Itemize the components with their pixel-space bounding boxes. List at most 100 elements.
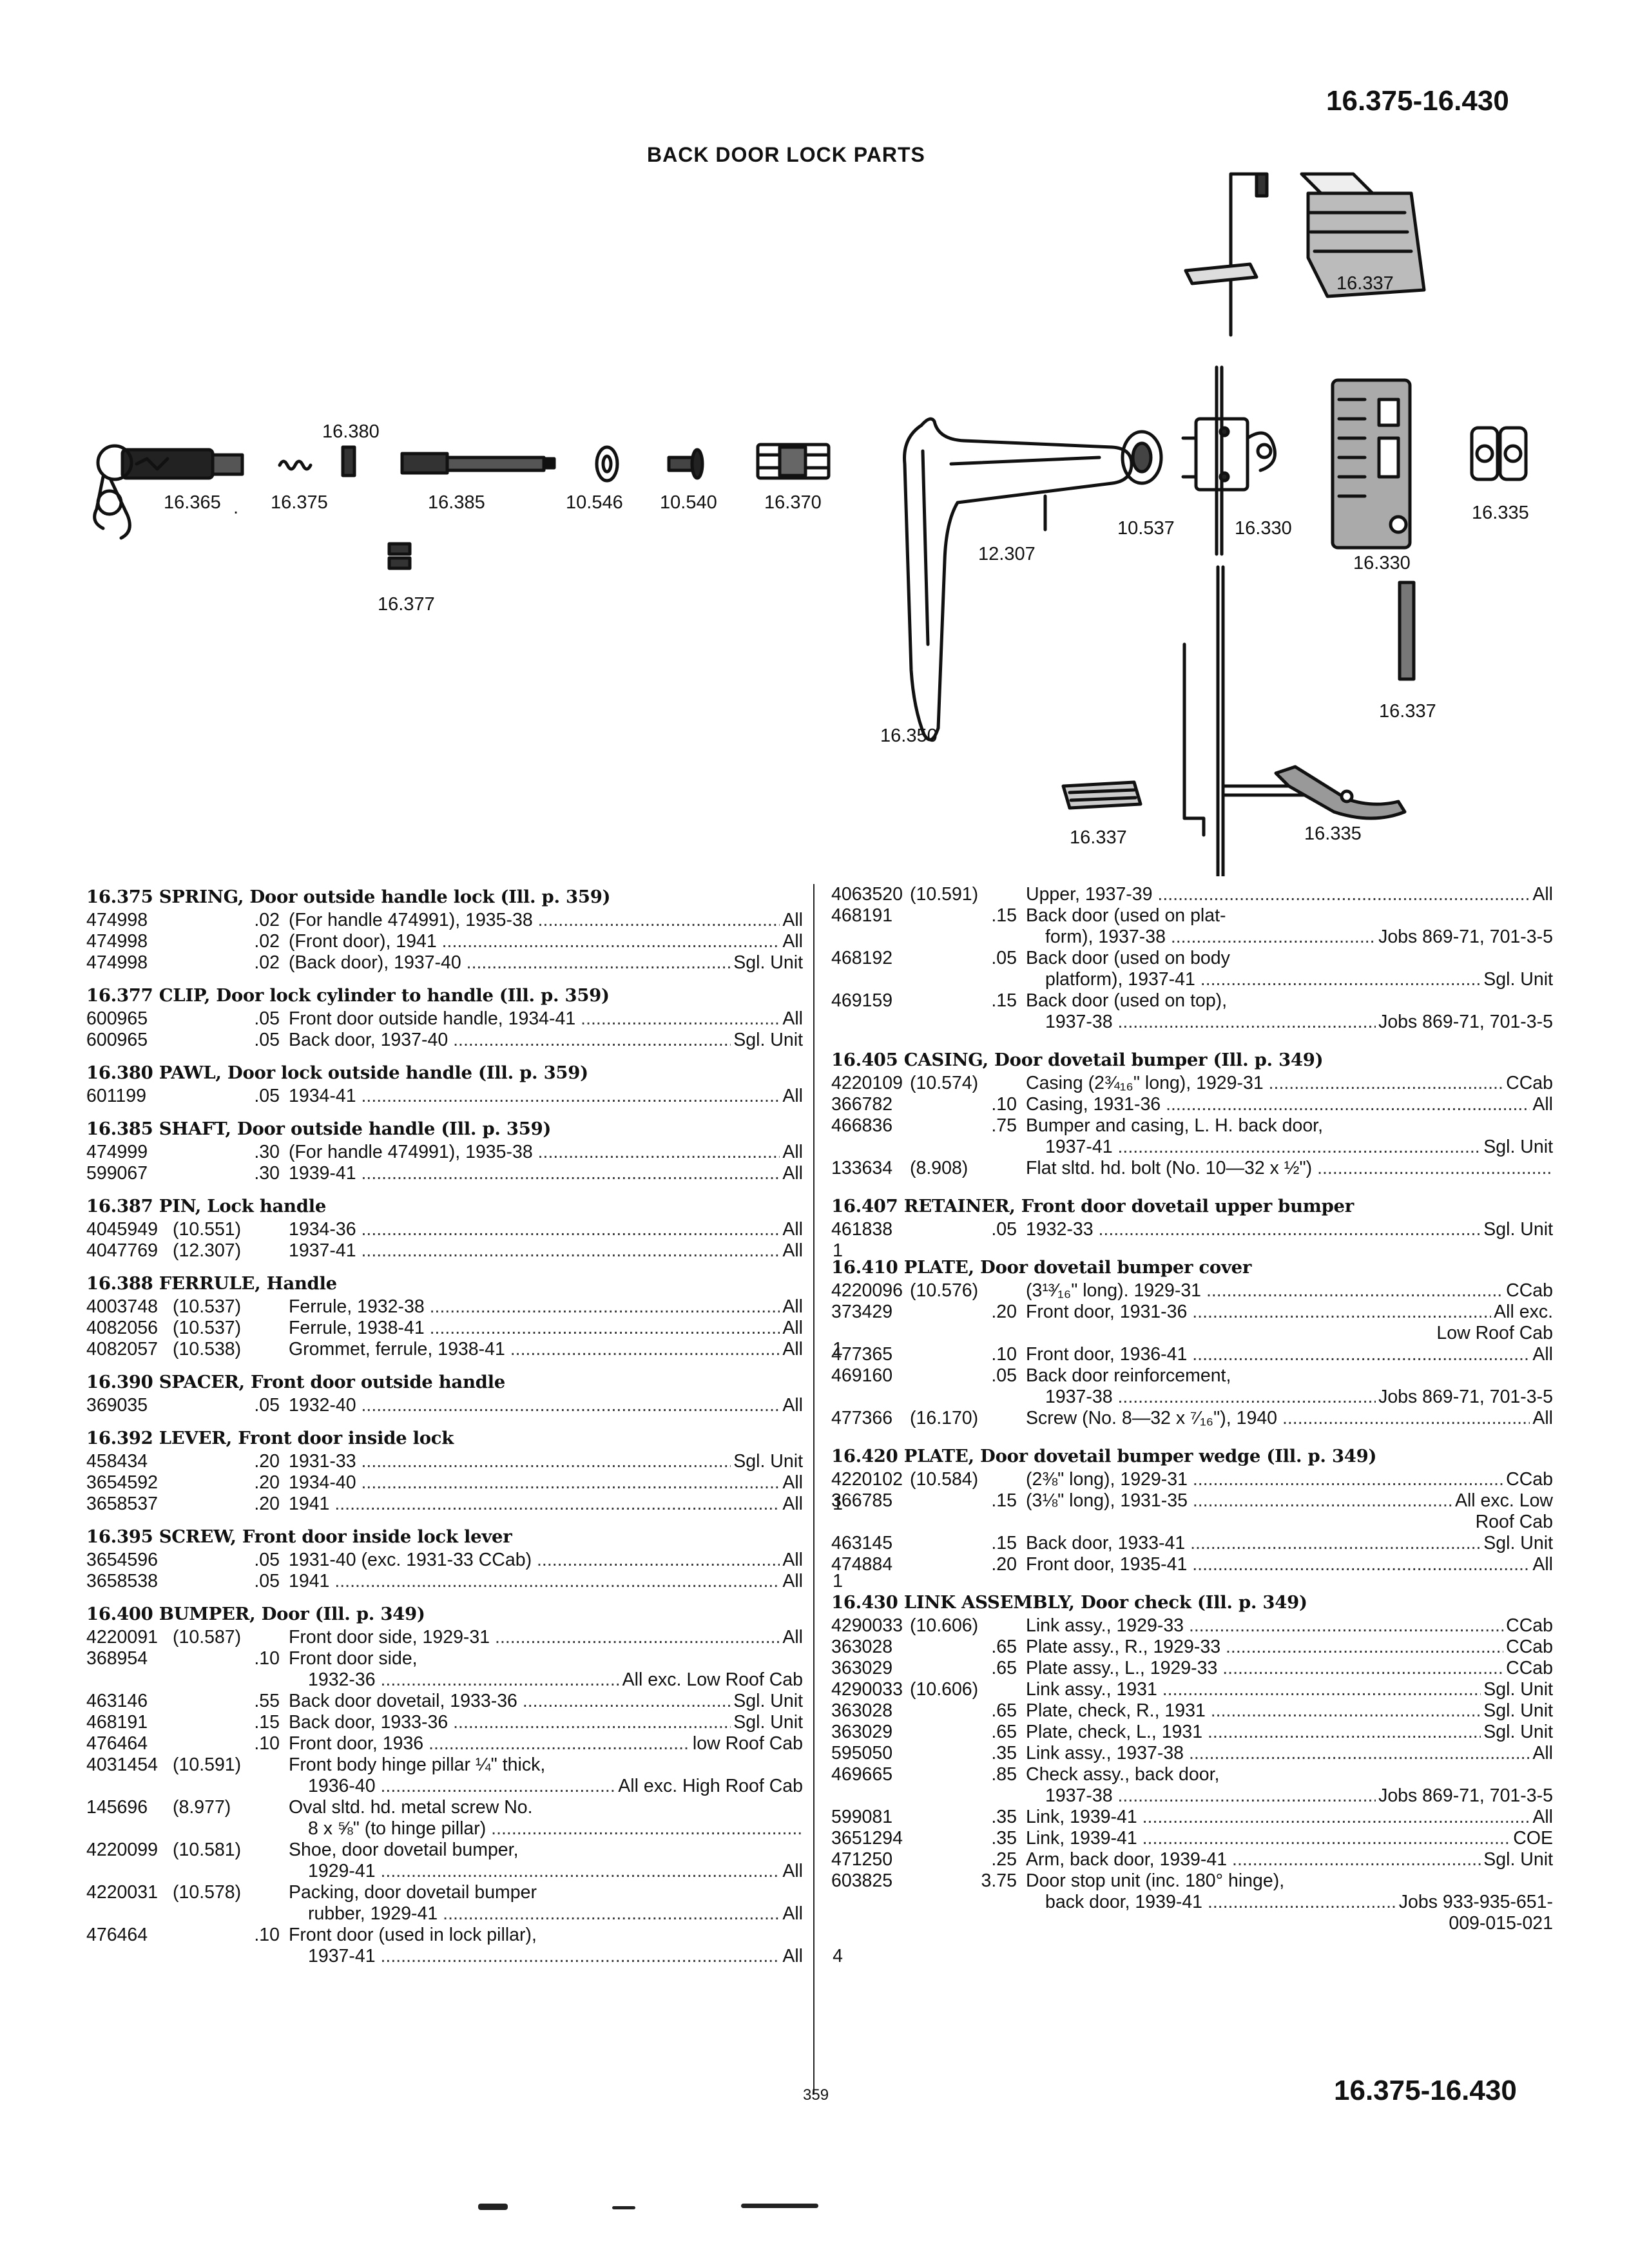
table-row: Low Roof Cab xyxy=(831,1323,1553,1344)
application: Sgl. Unit xyxy=(731,1030,803,1051)
price xyxy=(958,1469,1026,1490)
part-number: 463146 xyxy=(86,1691,148,1711)
application: Sgl. Unit xyxy=(731,1451,803,1472)
description: form), 1937-38Jobs 869-71, 701-3-5 xyxy=(1026,927,1553,948)
part-number: 133634 xyxy=(831,1158,893,1178)
description: Front door, 1931-36All exc. xyxy=(1026,1302,1553,1323)
part-number: 369035 xyxy=(86,1395,148,1416)
label-16385: 16.385 xyxy=(428,492,485,513)
price xyxy=(220,1882,289,1903)
reference-number xyxy=(173,1008,220,1030)
table-row: 4220109(10.574)Casing (2¾₁₆" long), 1929… xyxy=(831,1073,1553,1094)
description-text: 1937-41 xyxy=(1045,1137,1553,1158)
description-text: (For handle 474991), 1935-38 xyxy=(289,1142,803,1163)
price xyxy=(958,1073,1026,1094)
description: Link, 1939-41All xyxy=(1026,1807,1553,1828)
description: Front door, 1935-41All xyxy=(1026,1554,1553,1575)
reference-number xyxy=(910,1743,958,1764)
label-10546: 10.546 xyxy=(566,492,623,513)
price: .02 xyxy=(254,931,280,952)
part-number: 3651294 xyxy=(831,1828,903,1849)
description: Back door dovetail, 1933-36Sgl. Unit xyxy=(289,1691,803,1712)
application: Sgl. Unit xyxy=(1481,1533,1553,1554)
description-text: Ferrule, 1932-38 xyxy=(289,1296,803,1318)
description-text: 1936-40 xyxy=(308,1776,803,1797)
description-text: Front body hinge pillar ¼" thick, xyxy=(289,1754,546,1775)
table-row: 366785.15(3⅛" long), 1931-35All exc. Low xyxy=(831,1490,1553,1512)
application: Low Roof Cab xyxy=(1436,1323,1553,1343)
reference-number: (10.584) xyxy=(910,1469,979,1490)
part-number xyxy=(831,969,910,990)
description: 1932-40All xyxy=(289,1395,803,1416)
price: .30 xyxy=(254,1163,280,1184)
description-text: Shoe, door dovetail bumper, xyxy=(289,1840,519,1860)
price xyxy=(220,1946,289,1967)
part-number: 474998 xyxy=(86,931,148,952)
price xyxy=(220,1219,289,1240)
description: Screw (No. 8—32 x ⁷⁄₁₆"), 1940All xyxy=(1026,1408,1553,1429)
part-number xyxy=(831,927,910,948)
description-text: Link assy., 1937-38 xyxy=(1026,1743,1553,1764)
application: All xyxy=(780,1296,803,1318)
application: All exc. xyxy=(1491,1302,1553,1323)
reference-number xyxy=(910,948,958,969)
parts-section: 16.407 RETAINER, Front door dovetail upp… xyxy=(831,1193,1553,1240)
description: Front door outside handle, 1934-41All xyxy=(289,1008,803,1030)
description-text: 1934-41 xyxy=(289,1086,803,1107)
part-number xyxy=(831,1512,910,1533)
section-heading: 16.385 SHAFT, Door outside handle (Ill. … xyxy=(86,1119,552,1139)
reference-number xyxy=(173,1571,220,1592)
table-row: 009-015-021 xyxy=(831,1913,1553,1934)
reference-number: (12.307) xyxy=(173,1240,242,1261)
reference-number xyxy=(910,1365,958,1387)
table-row: 474999.30(For handle 474991), 1935-38All xyxy=(86,1142,803,1163)
description-text: (3¹³⁄₁₆" long). 1929-31 xyxy=(1026,1280,1553,1302)
price: .20 xyxy=(991,1554,1017,1575)
table-row: 145696(8.977)Oval sltd. hd. metal screw … xyxy=(86,1797,803,1818)
price xyxy=(220,1627,289,1648)
part-number xyxy=(831,1913,910,1934)
quantity: 1 xyxy=(833,1571,843,1591)
application: Sgl. Unit xyxy=(731,952,803,974)
description: (For handle 474991), 1935-38All xyxy=(289,910,803,931)
reference-number xyxy=(910,1849,958,1870)
price: .10 xyxy=(991,1094,1017,1115)
page-range-top: 16.375-16.430 xyxy=(1326,85,1509,117)
part-number: 4045949 xyxy=(86,1219,158,1240)
description-text: 1937-38 xyxy=(1045,1012,1553,1033)
price xyxy=(958,1323,1026,1344)
table-row: 1932-36All exc. Low Roof Cab xyxy=(86,1669,803,1691)
part-number: 4082056 xyxy=(86,1318,158,1338)
page-title: BACK DOOR LOCK PARTS xyxy=(647,143,925,166)
part-number: 474999 xyxy=(86,1142,148,1162)
price: .35 xyxy=(991,1807,1017,1827)
section-heading: 16.380 PAWL, Door lock outside handle (I… xyxy=(86,1062,588,1083)
price xyxy=(958,1158,1026,1179)
reference-number xyxy=(173,952,220,974)
reference-number xyxy=(173,1776,220,1797)
table-row: platform), 1937-41Sgl. Unit xyxy=(831,969,1553,990)
part-number xyxy=(86,1861,173,1882)
reference-number: (10.576) xyxy=(910,1280,979,1301)
part-number: 4082057 xyxy=(86,1339,158,1360)
part-number: 603825 xyxy=(831,1870,893,1891)
description: Upper, 1937-39All xyxy=(1026,884,1553,905)
description-text: Front door (used in lock pillar), xyxy=(289,1925,537,1945)
description-text: form), 1937-38 xyxy=(1045,927,1553,948)
part-number: 477366 xyxy=(831,1408,893,1428)
reference-number xyxy=(173,1818,220,1840)
description: Link assy., 1931Sgl. Unit xyxy=(1026,1679,1553,1700)
label-16365: 16.365 xyxy=(164,492,221,513)
reference-number: (10.606) xyxy=(910,1615,979,1636)
application: All xyxy=(780,1219,803,1240)
price xyxy=(220,1318,289,1339)
part-number: 476464 xyxy=(86,1733,148,1754)
reference-number xyxy=(173,1946,220,1967)
price xyxy=(220,1861,289,1882)
